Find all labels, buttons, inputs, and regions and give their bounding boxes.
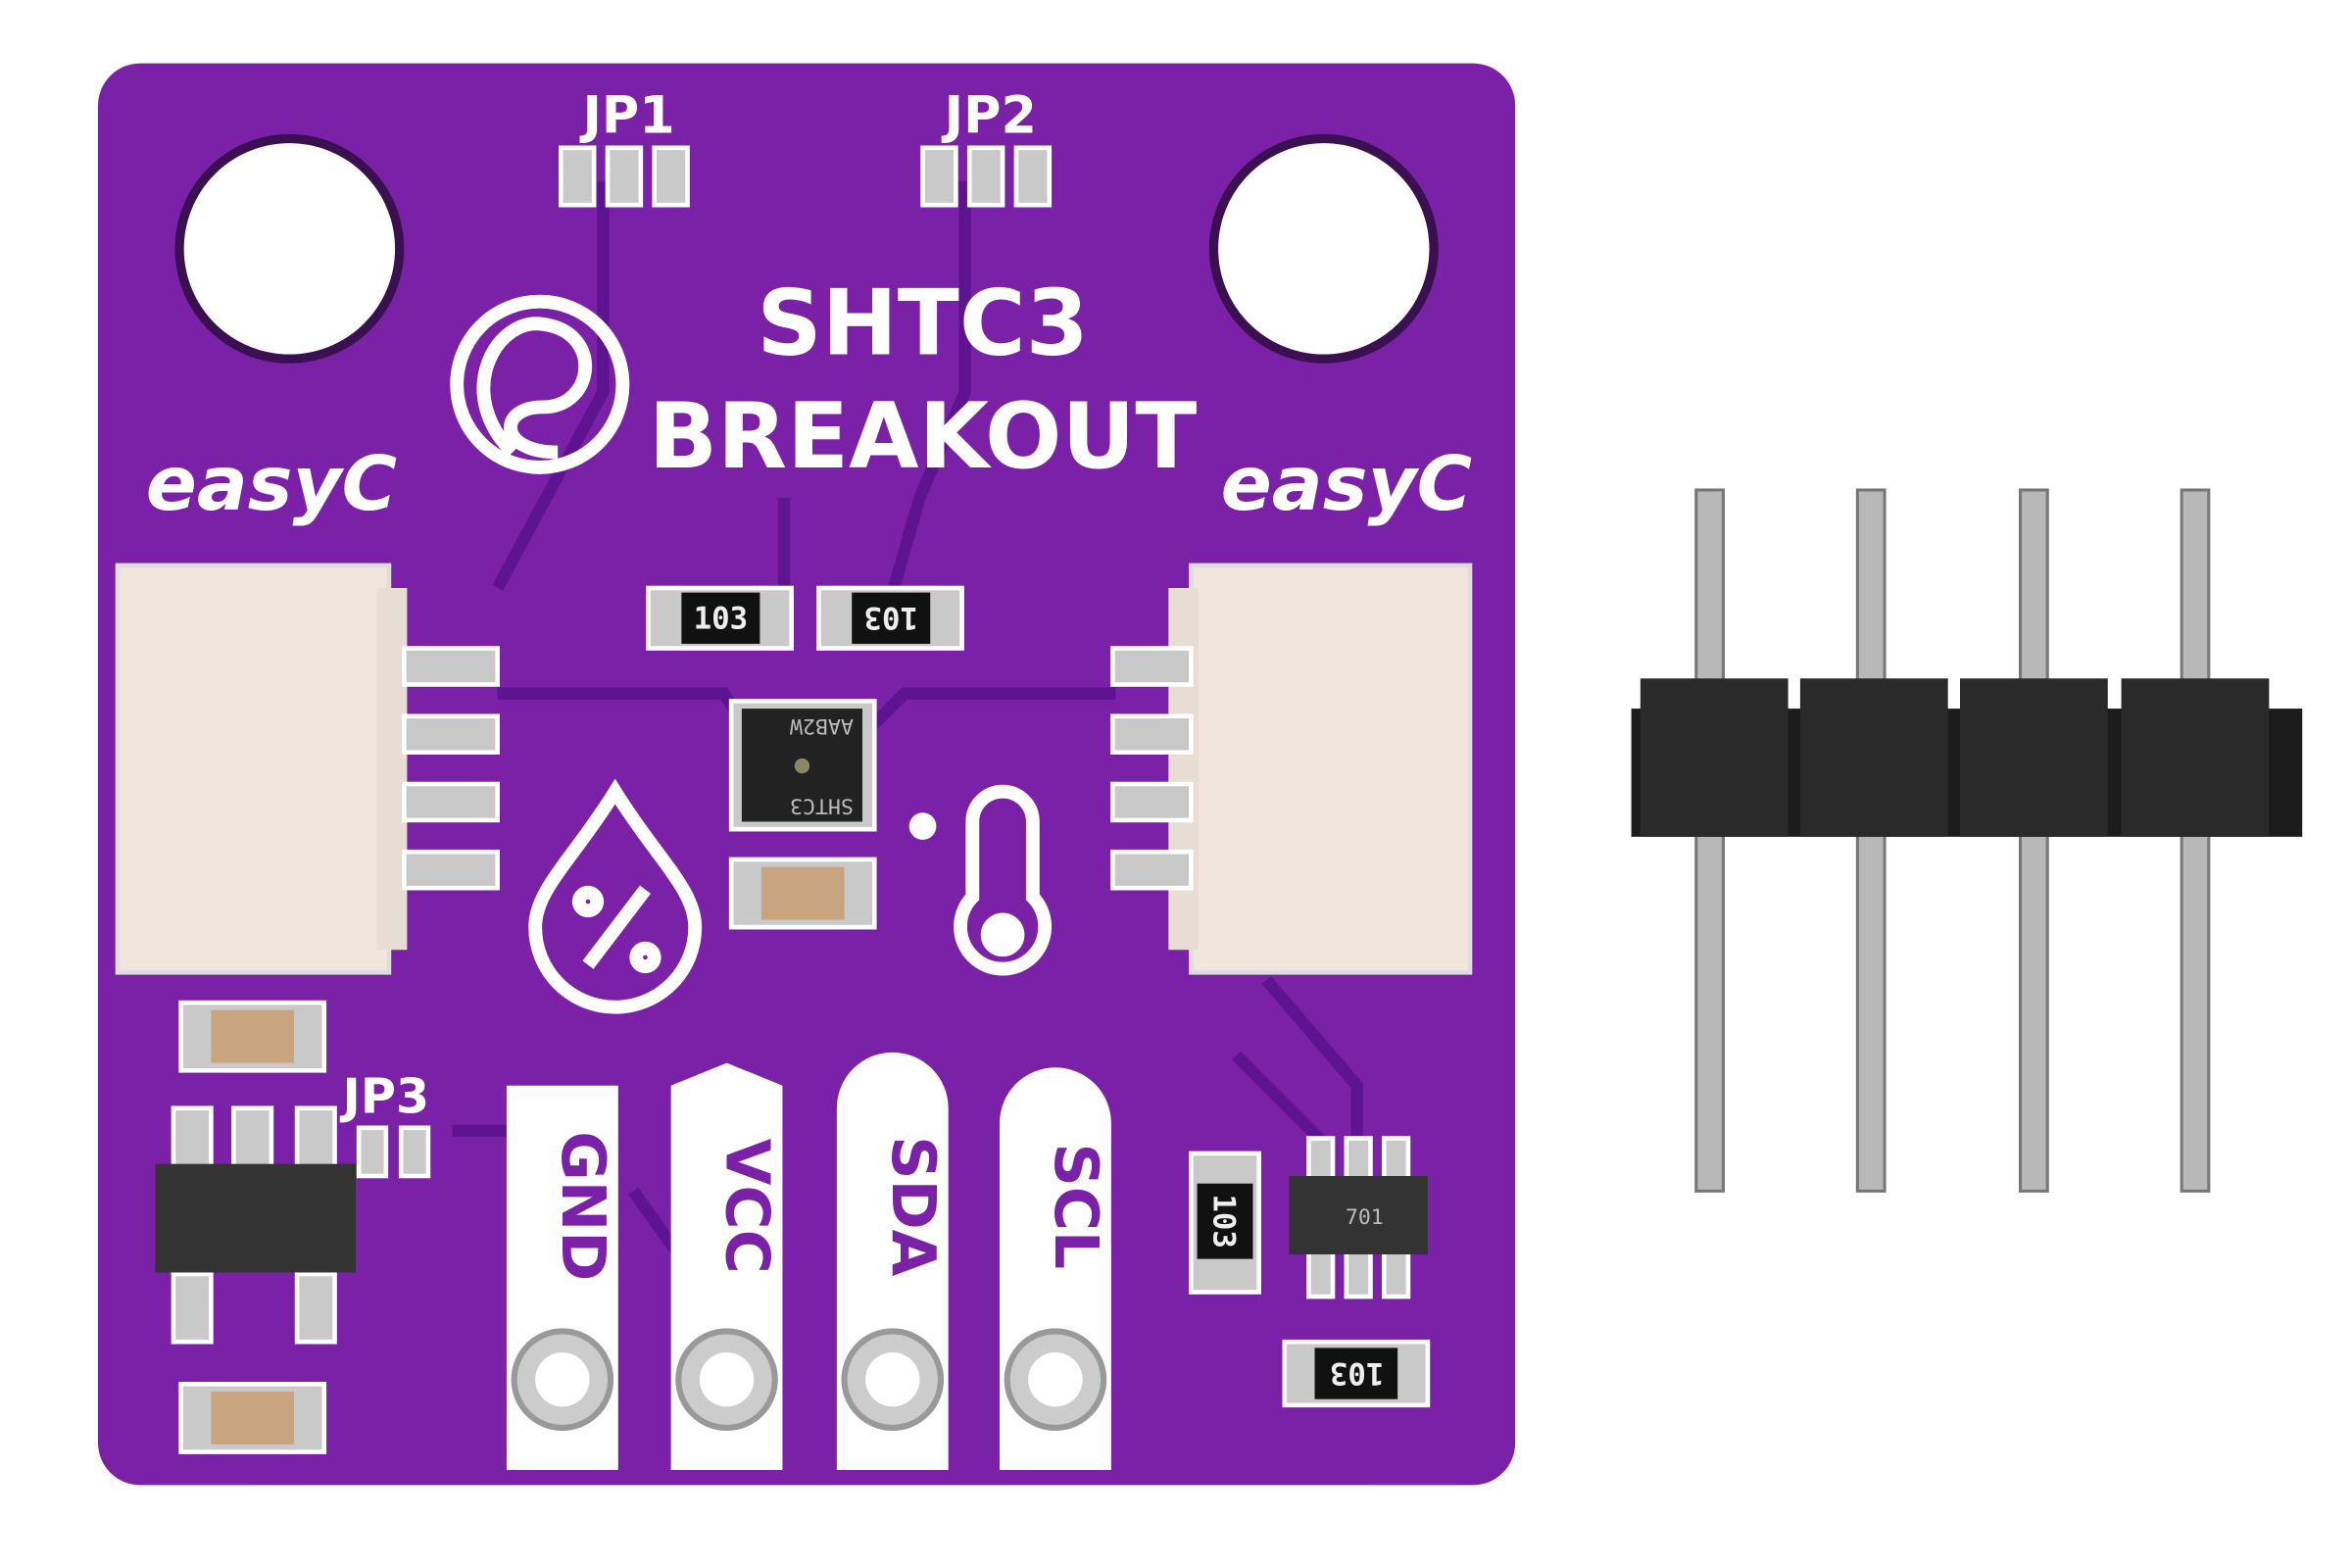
capacitor-top-left: [178, 1000, 327, 1073]
jumper-label-jp3: JP3: [340, 1067, 430, 1124]
header-pin: [1694, 488, 1726, 1193]
temperature-icon: [954, 784, 1053, 976]
jumper-label-jp2: JP2: [942, 85, 1037, 145]
easyc-label-left: easyC: [146, 441, 397, 528]
jumper-pads-jp2: [920, 145, 1053, 208]
header-plastic-body: [1631, 678, 2303, 837]
pcb-board: JP1 JP2 SHTC3 BREAKOUT easyC easyC: [98, 63, 1516, 1486]
svg-text:GND: GND: [548, 1131, 618, 1281]
svg-text:103: 103: [863, 600, 918, 635]
header-pin: [1855, 488, 1886, 1193]
jumper-label-jp1: JP1: [579, 85, 674, 145]
pin-gnd: GND: [506, 1085, 618, 1470]
pin-header: [1631, 488, 2303, 1193]
pin-vcc: VCC: [670, 1062, 783, 1470]
pin-sda: SDA: [836, 1052, 949, 1470]
svg-text:AAB2W: AAB2W: [790, 713, 854, 738]
jumper-pads-jp1: [559, 145, 690, 208]
humidity-icon: [528, 778, 703, 1014]
svg-text:103: 103: [1205, 1194, 1241, 1249]
header-pin: [2180, 488, 2211, 1193]
resistor-4: 103: [1282, 1339, 1431, 1408]
resistor-3: 103: [1189, 1151, 1261, 1295]
board-title-line1: SHTC3: [757, 270, 1089, 376]
svg-text:SCL: SCL: [1041, 1143, 1111, 1269]
easyc-connector-right: [1110, 563, 1473, 975]
mounting-hole-left: [174, 133, 405, 364]
capacitor-center: [728, 857, 877, 930]
resistor-1: 103: [646, 585, 794, 651]
pin-scl: SCL: [1000, 1067, 1111, 1470]
voltage-regulator: [155, 1105, 357, 1345]
capacitor-bottom-left: [178, 1382, 327, 1454]
svg-text:103: 103: [694, 602, 749, 637]
header-pin: [2019, 488, 2049, 1193]
svg-text:SDA: SDA: [878, 1136, 949, 1276]
resistor-2: 103: [816, 585, 964, 651]
svg-text:701: 701: [1346, 1205, 1384, 1230]
shtc3-sensor-chip: AAB2W SHTC3: [728, 699, 877, 832]
silk-dot: [908, 812, 937, 840]
mounting-hole-right: [1208, 133, 1439, 364]
svg-text:VCC: VCC: [712, 1139, 783, 1274]
svg-text:103: 103: [1330, 1355, 1385, 1391]
easyc-connector-left: [115, 563, 500, 975]
level-shifter-transistor: 701: [1289, 1136, 1428, 1299]
easyc-label-right: easyC: [1221, 441, 1472, 528]
jumper-pads-jp3: [356, 1125, 431, 1179]
brand-logo-icon: [450, 294, 630, 474]
svg-text:SHTC3: SHTC3: [790, 793, 854, 817]
board-title-line2: BREAKOUT: [649, 383, 1198, 489]
